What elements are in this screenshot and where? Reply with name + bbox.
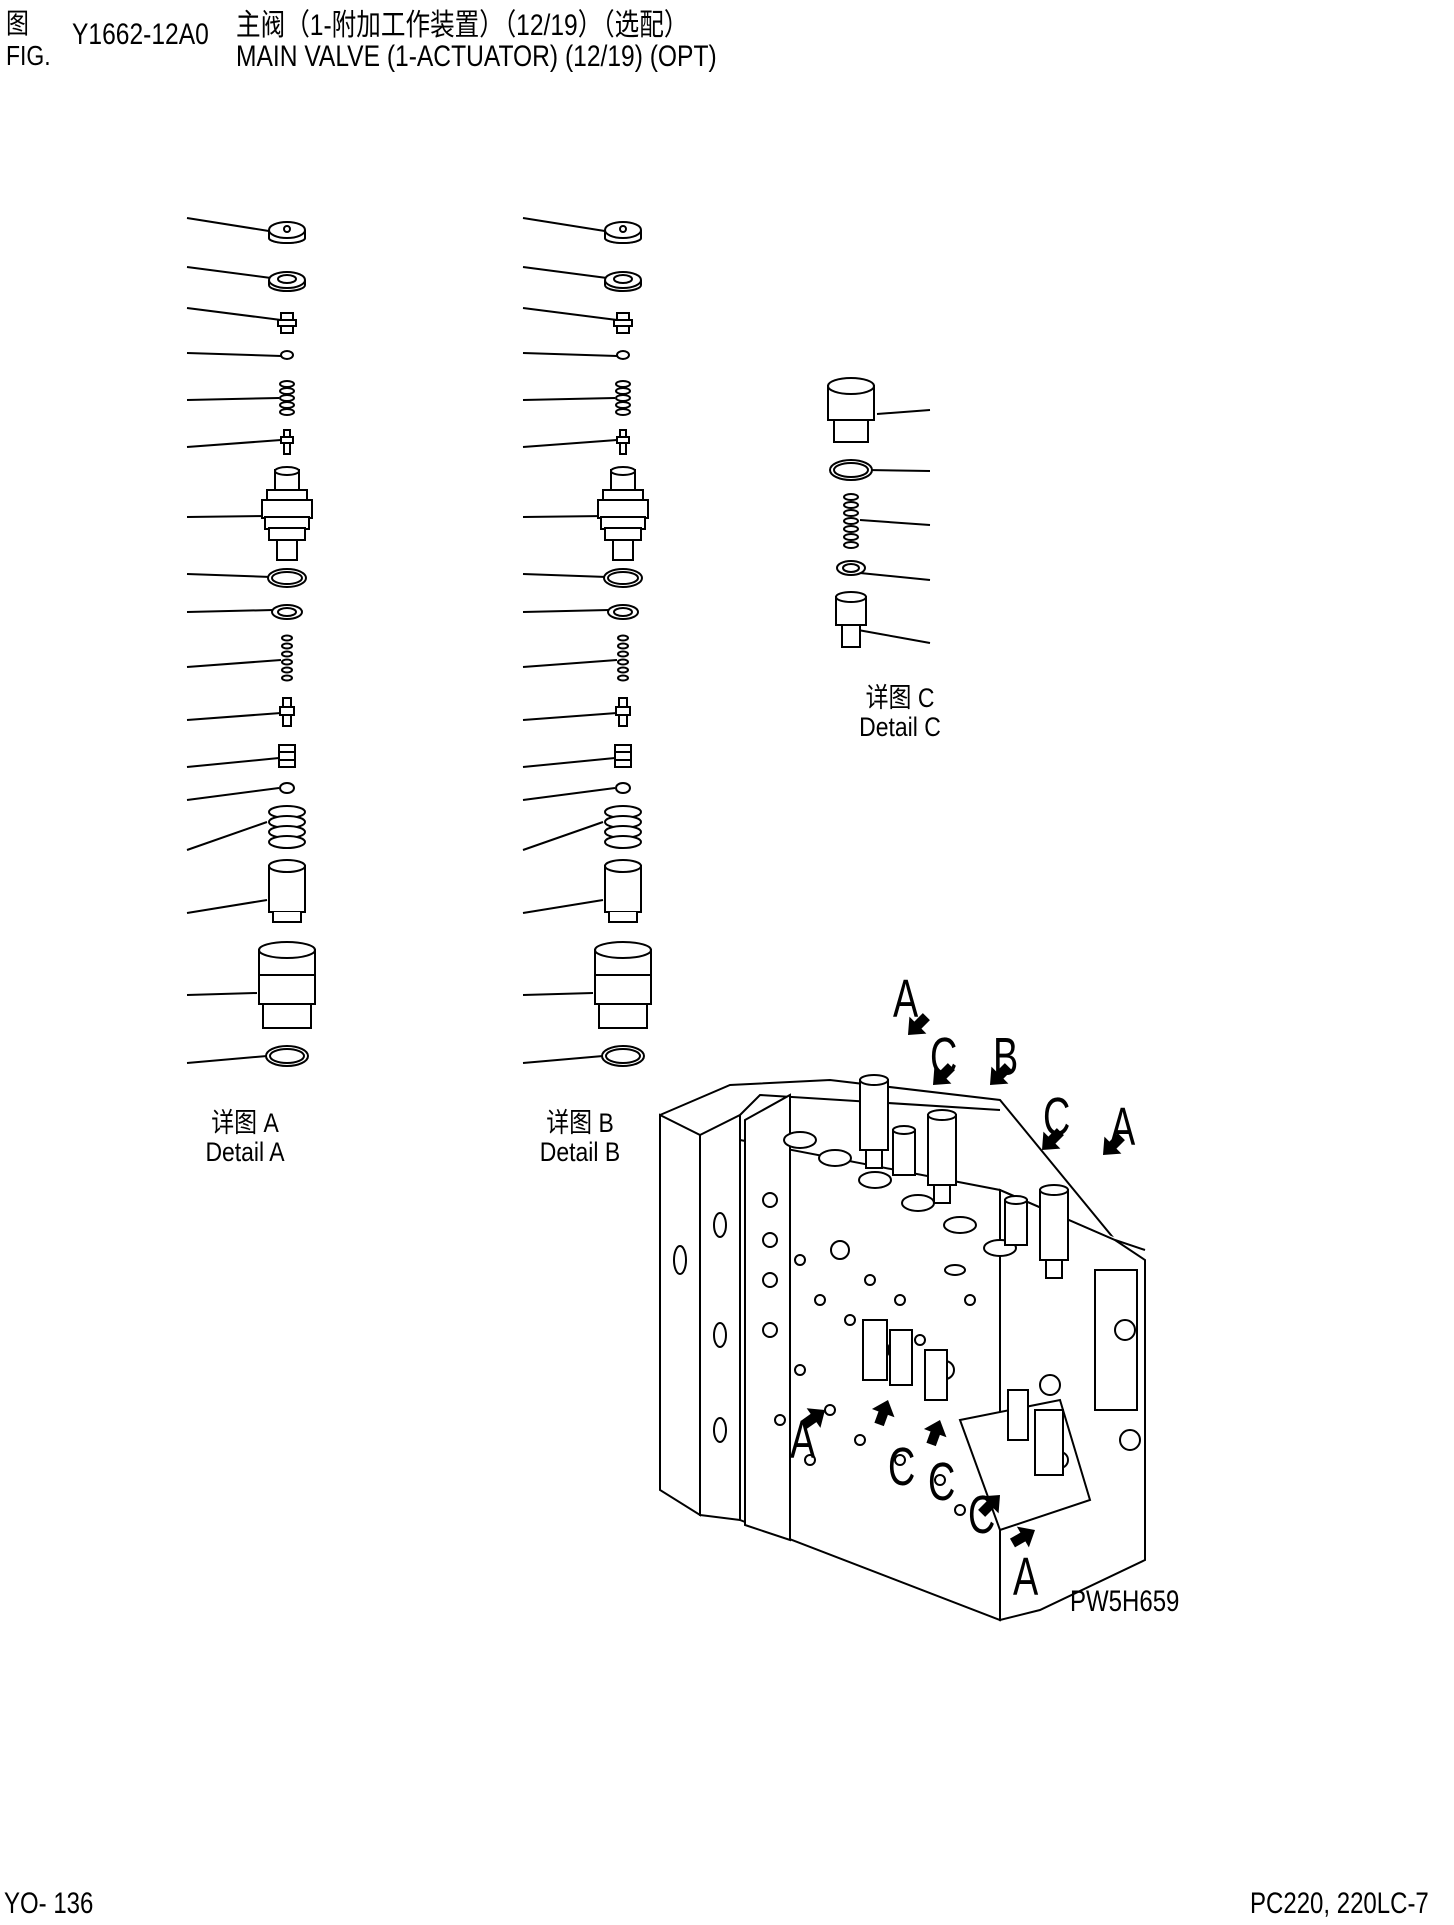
detail-c-label-en: Detail C <box>859 712 941 742</box>
callout-lower-a: A <box>1013 1547 1039 1607</box>
callout-top-a: A <box>893 969 919 1029</box>
footer-model: PC220, 220LC-7 <box>1250 1887 1429 1920</box>
callout-front-a: A <box>790 1410 816 1470</box>
detail-a-parts <box>186 217 316 1067</box>
callout-lower-c: C <box>968 1485 996 1545</box>
callout-front-c1: C <box>888 1437 916 1497</box>
fig-label-en: FIG. <box>6 40 51 71</box>
callout-right-a: A <box>1110 1097 1136 1157</box>
callout-front-c2: C <box>928 1452 956 1512</box>
image-code: PW5H659 <box>1070 1585 1180 1618</box>
detail-c-parts <box>828 378 930 647</box>
title-cn: 主阀（1-附加工作装置）（12/19）（选配） <box>236 9 689 42</box>
detail-b-parts <box>522 217 652 1067</box>
callout-right-c: C <box>1043 1087 1071 1147</box>
title-en: MAIN VALVE (1-ACTUATOR) (12/19) (OPT) <box>236 40 717 73</box>
detail-c-label-cn: 详图 C <box>865 683 935 713</box>
figure-code: Y1662-12A0 <box>72 18 209 51</box>
callout-top-c: C <box>930 1027 958 1087</box>
detail-b-label-en: Detail B <box>539 1137 621 1167</box>
detail-a-label-en: Detail A <box>205 1137 285 1167</box>
main-valve-assembly <box>660 1075 1145 1620</box>
callout-top-b: B <box>993 1027 1019 1087</box>
footer-page-number: YO- 136 <box>4 1887 94 1920</box>
fig-label-cn: 图 <box>6 8 29 39</box>
detail-a-label-cn: 详图 A <box>211 1108 279 1138</box>
detail-b-label-cn: 详图 B <box>546 1108 614 1138</box>
